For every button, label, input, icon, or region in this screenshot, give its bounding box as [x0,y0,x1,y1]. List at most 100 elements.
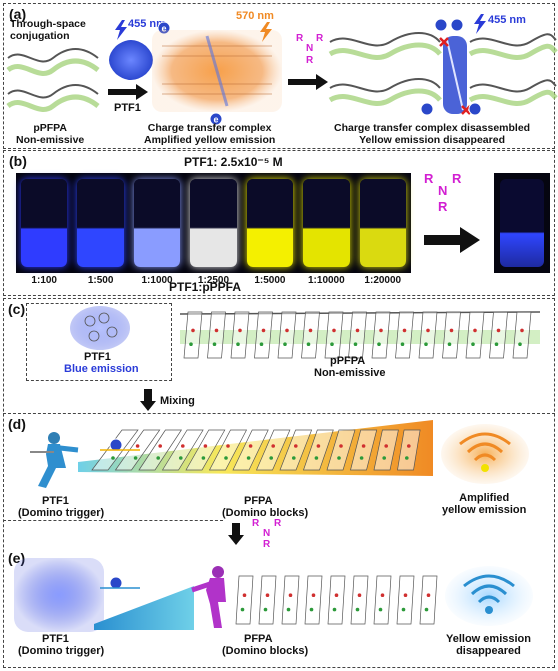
domino-block [419,575,438,625]
block-atom-green [259,342,264,346]
block-atom-green [353,342,358,346]
final-vial [500,179,544,267]
block-atom-green [400,342,405,346]
block-atom-red [449,328,454,333]
block-atom-green [447,342,452,346]
block-atom-green [471,342,475,346]
result-e: Yellow emission disappeared [446,633,531,657]
block-atom-green [309,607,314,612]
ptf1-molecule [70,306,130,350]
blocks-role-d: (Domino blocks) [222,507,309,519]
domino-block [350,429,378,471]
domino-block [303,429,334,471]
block-atom-green [286,607,291,612]
domino-block [442,311,461,359]
block-atom-green [224,456,228,460]
domino-block [348,311,367,359]
domino-block [324,311,344,359]
block-atom-green [236,342,240,346]
block-atom-green [337,456,341,460]
wavelength-455: 455 nm [128,18,166,30]
vial [133,179,181,267]
arrow-b-icon [424,227,480,253]
domino-block [304,575,323,625]
svg-text:e: e [213,115,218,125]
block-atom-green [405,456,409,460]
block-atom-red [311,593,316,597]
signal-icon-blue [445,566,533,626]
ppfpa-name-c: pPFPA [330,355,366,367]
ctc-disassembled-label: Charge transfer complex disassembled Yel… [334,122,531,146]
ratio-title: PTF1:pPPFA [169,280,242,294]
divider-cd [3,413,555,414]
domino-block [208,429,248,471]
block-atom-red [403,593,408,597]
block-atom-red [407,444,411,448]
ppfpa-block-row [183,311,532,359]
domino-block-row-e-svg [235,575,438,625]
block-atom-red [520,328,524,333]
vial [359,179,406,267]
block-atom-green [156,456,160,460]
panel-a: (a) Through-space conjugation pPFPA Non-… [3,3,558,149]
trigger-role-e: (Domino trigger) [18,645,105,657]
block-atom-red [316,444,321,448]
block-atom-red [473,328,477,333]
block-atom-red [426,328,430,333]
mixing-label: Mixing [160,395,195,407]
block-atom-red [158,444,162,448]
domino-block [373,429,399,471]
ppfpa-strands-left [6,48,100,112]
ptf1-concentration: PTF1: 2.5x10⁻⁵ M [184,155,283,169]
domino-block [277,311,297,359]
block-atom-red [181,444,185,448]
lightning-icon-orange [260,22,272,42]
block-atom-green [382,456,387,460]
domino-block [350,575,369,625]
electron-icon-side [420,102,482,116]
block-atom-green [401,607,406,612]
block-atom-green [330,342,334,346]
block-atom-green [201,456,206,460]
blocks-name-e: PFPA [244,633,273,645]
electron-arrow-d [100,438,140,452]
domino-block [327,575,346,625]
lightning-icon-blue-right [474,14,486,34]
vial-ratio-label: 1:500 [87,275,114,286]
block-atom-green [240,607,245,612]
block-atom-red [402,328,407,333]
block-atom-red [384,444,389,448]
block-atom-green [111,456,115,460]
blocker-figure-e [191,566,226,628]
mixing-arrow-icon [140,389,156,411]
vial-ratio-label: 1:1000 [141,275,173,286]
block-atom-red [238,328,242,333]
block-atom-red [355,328,360,333]
block-atom-green [263,607,268,612]
block-atom-red [339,444,343,448]
ctc-label: Charge transfer complex Amplified yellow… [144,122,276,146]
block-atom-green [314,456,319,460]
trigger-figure-d [30,432,79,488]
ppfpa-strands-right [328,32,558,115]
block-atom-red [203,444,208,448]
arrow-de-icon [228,523,244,545]
block-atom-green [189,342,193,346]
block-atom-red [334,593,339,597]
trigger-role-d: (Domino trigger) [18,507,105,519]
block-atom-red [242,593,247,597]
signal-icon-yellow [441,424,529,484]
panel-b-label: (b) [9,153,27,169]
vial [246,179,294,267]
block-atom-red [361,444,366,448]
electron-arrow-e [100,576,140,590]
block-atom-green [378,607,383,612]
domino-block [373,575,392,625]
block-atom-green [179,456,183,460]
wavelength-455-right: 455 nm [488,14,526,26]
domino-block [301,311,320,359]
blocks-name-d: PFPA [244,495,273,507]
trigger-name-d: PTF1 [42,495,69,507]
wavelength-570: 570 nm [236,10,274,22]
vial [190,179,237,267]
